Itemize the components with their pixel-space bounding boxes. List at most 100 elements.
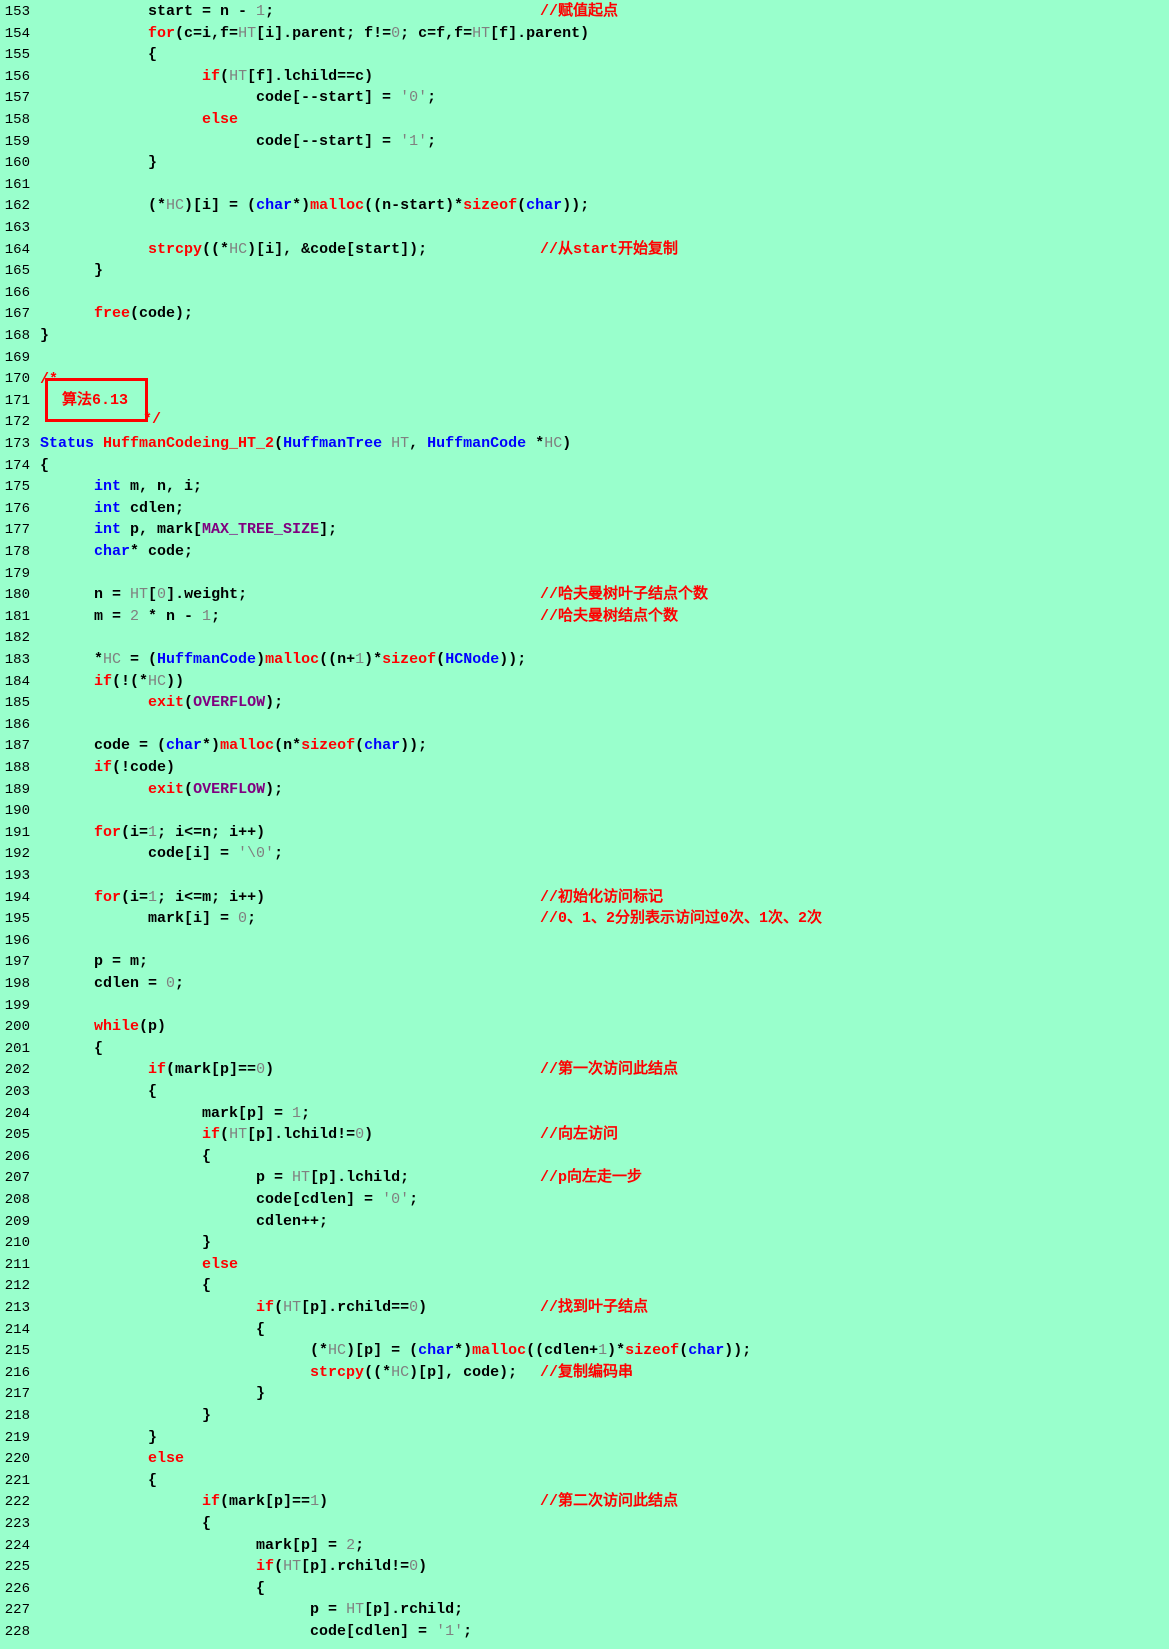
code-token: [f].lchild==c) [247, 67, 374, 85]
line-number: 176 [4, 500, 30, 517]
code-token: ( [679, 1342, 689, 1360]
code-token: mark[p] = [40, 1104, 293, 1122]
code-line: 200 while(p) [0, 1016, 1169, 1038]
code-line: 217 } [0, 1383, 1169, 1405]
code-token: cdlen++; [40, 1212, 329, 1230]
code-token [40, 543, 94, 560]
line-number: 153 [4, 4, 30, 20]
code-text: exit(OVERFLOW); [40, 779, 283, 801]
code-token: sizeof [382, 651, 437, 668]
code-text: if(mark[p]==1) [40, 1491, 328, 1513]
code-text: n = HT[0].weight; [40, 584, 247, 606]
code-line: 227 p = HT[p].rchild; [0, 1599, 1169, 1621]
code-token: ]; [319, 521, 338, 539]
code-line: 223 { [0, 1513, 1169, 1535]
line-number: 189 [4, 781, 30, 798]
code-text: p = HT[p].lchild; [40, 1167, 409, 1189]
code-token: ( [184, 780, 194, 798]
code-text: (*HC)[i] = (char*)malloc((n-start)*sizeo… [40, 195, 589, 217]
line-number: 219 [4, 1429, 30, 1446]
code-token: { [40, 456, 50, 474]
code-token: char [688, 1342, 725, 1360]
line-number: 224 [4, 1537, 30, 1554]
code-token: HuffmanCodeing_HT_2 [103, 435, 275, 452]
line-number: 157 [4, 90, 30, 107]
code-token: char [256, 197, 293, 215]
code-token: if [94, 759, 113, 776]
code-token: HT [229, 67, 248, 85]
code-token: (mark[p]== [166, 1061, 257, 1079]
code-line: 212 { [0, 1275, 1169, 1297]
code-token: else [202, 111, 239, 128]
code-token: HuffmanCode [427, 435, 527, 452]
code-token: '0' [382, 1191, 410, 1208]
code-token: malloc [265, 651, 320, 668]
code-token: = ( [121, 651, 158, 668]
code-token: ; i<=n; i++) [157, 823, 266, 841]
code-token: ((cdlen+ [526, 1342, 599, 1360]
code-text: for(c=i,f=HT[i].parent; f!=0; c=f,f=HT[f… [40, 23, 589, 45]
code-token: ( [184, 694, 194, 712]
code-text: } [40, 325, 49, 347]
code-text: cdlen = 0; [40, 973, 184, 995]
code-token [40, 1558, 256, 1575]
line-number: 212 [4, 1278, 30, 1295]
code-token: ; [427, 132, 437, 150]
code-line: 182 [0, 627, 1169, 649]
code-line: 156 if(HT[f].lchild==c) [0, 66, 1169, 88]
code-text: while(p) [40, 1016, 166, 1038]
code-token [40, 1018, 94, 1035]
code-token: 2 [346, 1536, 356, 1554]
code-token: )* [607, 1342, 626, 1360]
line-number: 170 [4, 371, 30, 388]
line-number: 168 [4, 328, 30, 344]
code-token: ( [220, 1126, 230, 1144]
line-number: 187 [4, 738, 30, 755]
code-line: 187 code = (char*)malloc(n*sizeof(char))… [0, 735, 1169, 757]
code-line: 203 { [0, 1081, 1169, 1103]
code-token [40, 305, 94, 322]
line-number: 218 [4, 1408, 30, 1424]
line-number: 184 [4, 673, 30, 690]
code-text: { [40, 1146, 211, 1168]
code-token: ) [319, 1493, 329, 1511]
code-line: 186 [0, 714, 1169, 736]
code-token: ( [355, 737, 365, 755]
code-token: } [40, 327, 50, 344]
code-token: *) [292, 197, 311, 215]
code-text: *HC = (HuffmanCode)malloc((n+1)*sizeof(H… [40, 649, 526, 671]
code-text: (*HC)[p] = (char*)malloc((cdlen+1)*sizeo… [40, 1340, 751, 1362]
code-line: 191 for(i=1; i<=n; i++) [0, 822, 1169, 844]
code-token: (mark[p]== [220, 1493, 311, 1511]
code-token: exit [148, 694, 185, 712]
code-token [40, 500, 94, 517]
code-token: malloc [472, 1342, 527, 1360]
code-token: (n* [274, 737, 302, 755]
code-token: (!code) [112, 759, 176, 776]
line-number: 210 [4, 1235, 30, 1252]
code-token [40, 1450, 148, 1467]
code-token: OVERFLOW [193, 694, 266, 712]
code-token: )* [364, 651, 383, 668]
code-line: 162 (*HC)[i] = (char*)malloc((n-start)*s… [0, 195, 1169, 217]
code-token: ; i<=m; i++) [157, 888, 266, 906]
code-text: } [40, 1427, 157, 1449]
line-number: 207 [4, 1170, 30, 1187]
code-line: 174{ [0, 455, 1169, 477]
code-text: mark[p] = 2; [40, 1535, 364, 1557]
line-number: 177 [4, 522, 30, 539]
code-token: [p].lchild; [310, 1169, 410, 1187]
code-line: 218 } [0, 1405, 1169, 1427]
code-token: [f].parent) [490, 24, 590, 42]
code-token: mark[i] = [40, 910, 239, 928]
code-token: code[--start] = [40, 132, 401, 150]
code-token: ; [175, 975, 185, 992]
code-token [40, 111, 202, 128]
code-text: if(!code) [40, 757, 175, 779]
code-token: HC [544, 435, 563, 452]
code-token: if [202, 1126, 221, 1144]
code-line: 189 exit(OVERFLOW); [0, 779, 1169, 801]
code-token: HT [130, 586, 149, 604]
code-token: sizeof [301, 737, 356, 755]
